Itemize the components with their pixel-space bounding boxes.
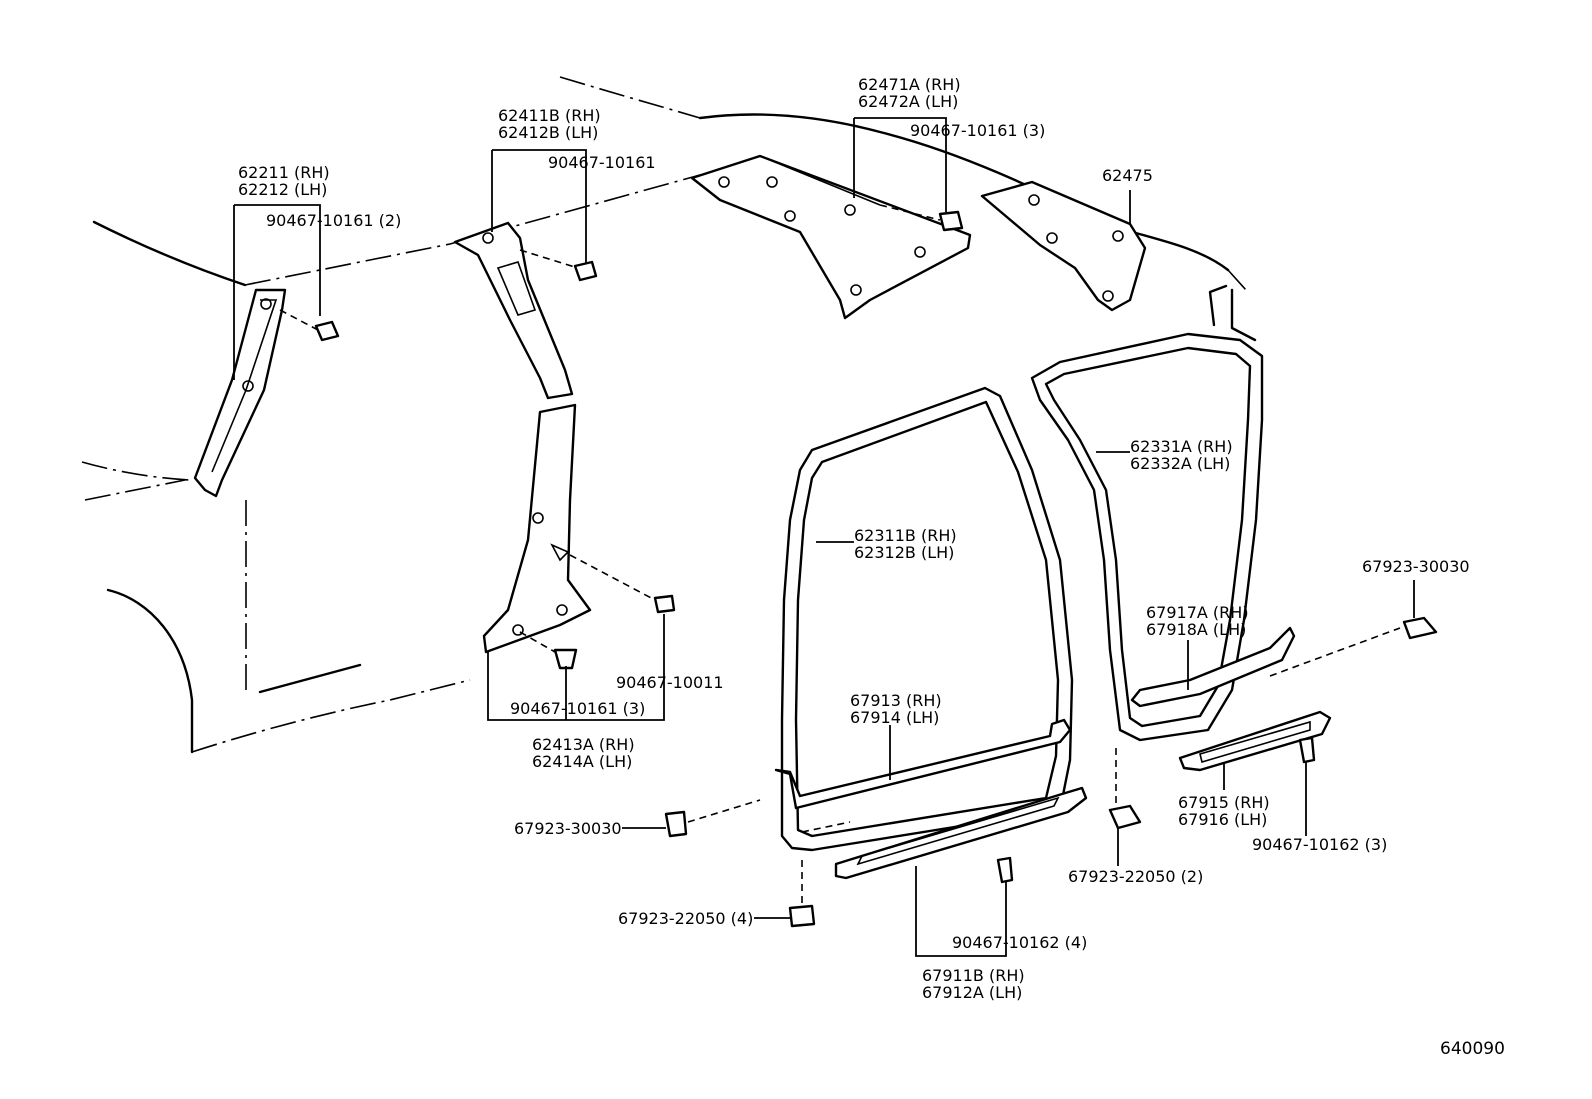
body-outline — [81, 76, 1257, 754]
figure-code: 640090 — [1440, 1039, 1505, 1059]
weatherstrip-62331 — [1030, 332, 1264, 742]
label-clip-90467-10011: 90467-10011 — [616, 673, 724, 692]
panel-62475 — [980, 180, 1147, 312]
weatherstrip-62311 — [780, 386, 1074, 852]
label-67917: 67917A (RH) — [1146, 603, 1249, 622]
label-62411: 62411B (RH) — [498, 106, 601, 125]
label-62413: 62413A (RH) — [532, 735, 635, 754]
label-clip-67923-22050-4: 67923-22050 (4) — [618, 909, 753, 928]
label-clip-67923-22050-2: 67923-22050 (2) — [1068, 867, 1203, 886]
label-67916: 67916 (LH) — [1178, 810, 1267, 829]
pillar-62411 — [453, 221, 598, 400]
label-62471: 62471A (RH) — [858, 75, 961, 94]
label-67914: 67914 (LH) — [850, 708, 939, 727]
clips — [664, 616, 1438, 928]
label-clip-62471: 90467-10161 (3) — [910, 121, 1045, 140]
trim-62471 — [690, 154, 972, 320]
label-62472: 62472A (LH) — [858, 92, 958, 111]
label-clip-67923-30030-right: 67923-30030 — [1362, 557, 1470, 576]
pillar-62211 — [193, 288, 340, 498]
pillar-62413 — [482, 403, 676, 670]
label-62475: 62475 — [1102, 166, 1153, 185]
label-67918: 67918A (LH) — [1146, 620, 1246, 639]
label-clip-67923-30030-left: 67923-30030 — [514, 819, 622, 838]
label-67911: 67911B (RH) — [922, 966, 1025, 985]
label-62331: 62331A (RH) — [1130, 437, 1233, 456]
label-67915: 67915 (RH) — [1178, 793, 1270, 812]
sill-67915 — [1178, 710, 1332, 772]
sill-67911 — [834, 786, 1088, 884]
label-62414: 62414A (LH) — [532, 752, 632, 771]
scuff-67917 — [1130, 626, 1296, 708]
label-clip-62411: 90467-10161 — [548, 153, 656, 172]
label-62412: 62412B (LH) — [498, 123, 598, 142]
label-clip-90467-10162-4: 90467-10162 (4) — [952, 933, 1087, 952]
label-clip-90467-10161-3b: 90467-10161 (3) — [510, 699, 645, 718]
label-62312: 62312B (LH) — [854, 543, 954, 562]
labels: 62211 (RH) 62212 (LH) 90467-10161 (2) 62… — [238, 75, 1505, 1059]
label-62311: 62311B (RH) — [854, 526, 957, 545]
scuff-67913 — [774, 718, 1072, 833]
label-67912: 67912A (LH) — [922, 983, 1022, 1002]
label-clip-62211: 90467-10161 (2) — [266, 211, 401, 230]
label-62211: 62211 (RH) — [238, 163, 330, 182]
label-62332: 62332A (LH) — [1130, 454, 1230, 473]
label-62212: 62212 (LH) — [238, 180, 327, 199]
label-67913: 67913 (RH) — [850, 691, 942, 710]
leader-lines — [233, 117, 1415, 957]
label-clip-90467-10162-3: 90467-10162 (3) — [1252, 835, 1387, 854]
